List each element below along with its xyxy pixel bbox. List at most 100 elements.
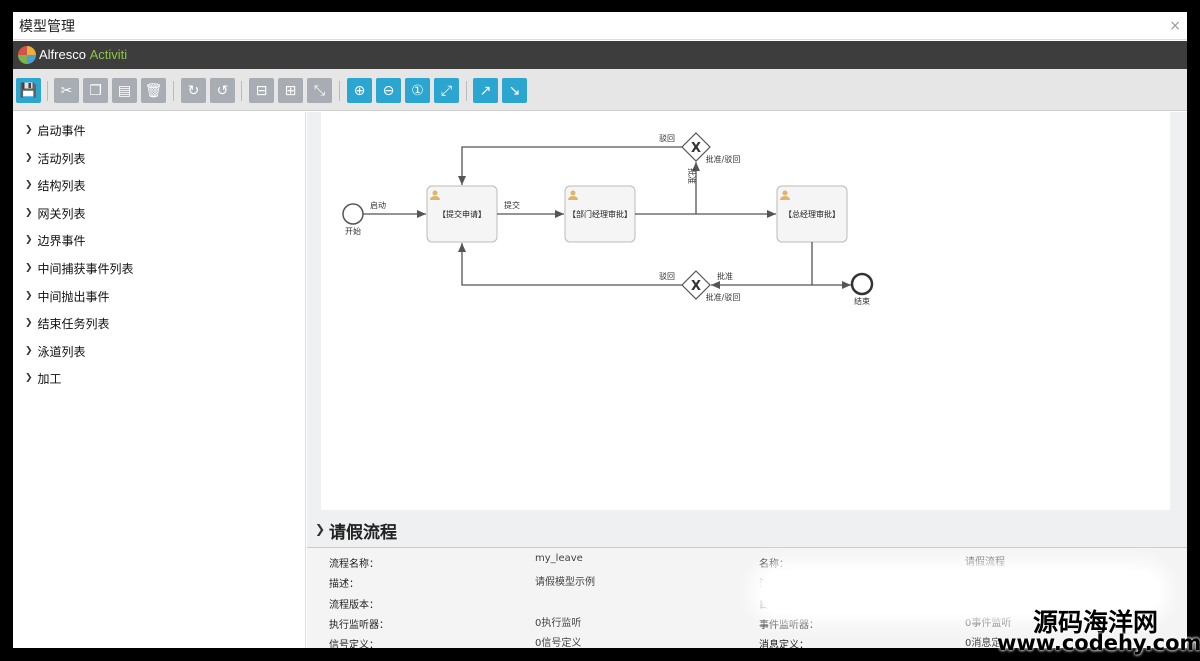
palette-item-label: 中间捕获事件列表 <box>37 261 134 276</box>
add-bendpoint-icon: ↗ <box>479 82 492 99</box>
flow-label-approve-reject-top: 批准/驳回 <box>706 154 741 164</box>
prop-label: 消息定义： <box>759 640 809 648</box>
properties-header[interactable]: ❯ 请假流程 <box>307 512 1187 548</box>
bpmn-diagram: 开始 结束 【提交申请】 【部门经理审批】 【 <box>342 132 874 306</box>
brand-bar: Alfresco Activiti <box>13 41 1187 69</box>
zoom-in-button[interactable]: ⊕ <box>347 78 372 103</box>
prop-label: 描述： <box>329 579 359 590</box>
window-titlebar: 模型管理 × <box>13 12 1187 40</box>
delete-icon: 🗑 <box>144 82 163 99</box>
redaction-blur <box>760 571 1160 613</box>
toolbar-separator <box>241 81 242 101</box>
end-event-label: 结束 <box>854 296 870 306</box>
undo-button[interactable]: ↺ <box>210 78 235 103</box>
task-label: 【总经理审批】 <box>784 209 840 219</box>
remove-bendpoint-button[interactable]: ↘ <box>502 78 527 103</box>
zoom-fit-button[interactable]: ⤢ <box>434 78 459 103</box>
prop-value[interactable]: 0信号定义 <box>535 638 582 648</box>
palette-item-boundary-events[interactable]: ❯边界事件 <box>25 230 86 250</box>
zoom-fit-icon: ⤢ <box>440 82 453 99</box>
gateway-x-icon: X <box>691 279 701 294</box>
start-event[interactable] <box>342 203 364 225</box>
exclusive-gateway-bottom[interactable]: X <box>681 270 711 300</box>
palette-item-catching-events[interactable]: ❯中间捕获事件列表 <box>25 258 134 278</box>
palette-item-activities[interactable]: ❯ 活动列表 <box>25 148 86 168</box>
zoom-out-button[interactable]: ⊖ <box>376 78 401 103</box>
flow-label-approve-bottom: 批准 <box>717 271 733 281</box>
delete-button[interactable]: 🗑 <box>141 78 166 103</box>
palette-item-structural[interactable]: ❯结构列表 <box>25 175 86 195</box>
task-dept-manager-approval[interactable]: 【部门经理审批】 <box>564 185 636 243</box>
watermark-title: 源码海洋网 <box>1033 608 1159 637</box>
prop-label: 流程名称： <box>329 559 379 570</box>
cut-button[interactable]: ✂ <box>54 78 79 103</box>
start-event-label: 开始 <box>345 226 361 236</box>
zoom-in-icon: ⊕ <box>353 82 366 99</box>
toolbar-separator <box>339 81 340 101</box>
zoom-out-icon: ⊖ <box>382 82 395 99</box>
palette-item-throwing-events[interactable]: ❯中间抛出事件 <box>25 286 110 306</box>
flow-reject-bottom <box>458 243 682 286</box>
prop-value[interactable]: 请假流程 <box>965 557 1005 568</box>
prop-value[interactable]: 0消息定 <box>965 638 1002 648</box>
canvas-area: 开始 结束 【提交申请】 【部门经理审批】 【 <box>307 112 1187 512</box>
window-title: 模型管理 <box>19 19 75 35</box>
exclusive-gateway-top[interactable]: X <box>681 132 711 162</box>
zoom-actual-button[interactable]: ① <box>405 78 430 103</box>
same-size-button[interactable]: ⤡ <box>307 78 332 103</box>
prop-label: 信号定义： <box>329 640 379 648</box>
sequence-flows <box>363 146 851 289</box>
align-vertical-icon: ⊞ <box>284 82 297 99</box>
prop-value[interactable]: 请假模型示例 <box>535 577 595 588</box>
prop-label: 名称： <box>759 559 789 570</box>
bpmn-canvas[interactable]: 开始 结束 【提交申请】 【部门经理审批】 【 <box>321 112 1170 510</box>
palette-item-gateways[interactable]: ❯ 网关列表 <box>25 203 86 223</box>
flow-label-submit: 提交 <box>504 200 520 210</box>
chevron-right-icon: ❯ <box>25 346 33 356</box>
flow-label-reject-top: 驳回 <box>659 134 675 143</box>
toolbar-separator <box>173 81 174 101</box>
redo-button[interactable]: ↻ <box>181 78 206 103</box>
same-size-icon: ⤡ <box>313 82 326 99</box>
user-task-icon <box>780 196 790 200</box>
paste-button[interactable]: ▤ <box>112 78 137 103</box>
save-button[interactable]: 💾 <box>16 78 41 103</box>
palette-item-label: 网关列表 <box>37 206 86 221</box>
task-gm-approval[interactable]: 【总经理审批】 <box>776 185 848 243</box>
task-submit-application[interactable]: 【提交申请】 <box>426 185 498 243</box>
align-horizontal-icon: ⊟ <box>255 82 268 99</box>
brand-company: Alfresco <box>39 47 86 62</box>
model-editor-window: 模型管理 × Alfresco Activiti 💾 ✂ ❐ ▤ 🗑 ↻ ↺ ⊟… <box>13 12 1187 648</box>
flow-to-end <box>811 242 851 289</box>
palette-item-artifacts[interactable]: ❯加工 <box>25 368 62 388</box>
palette-item-label: 中间抛出事件 <box>37 289 110 304</box>
copy-icon: ❐ <box>89 82 102 99</box>
prop-label: 事件监听器： <box>759 620 819 631</box>
prop-value[interactable]: 0事件监听 <box>965 618 1012 629</box>
palette-item-end-events[interactable]: ❯结束任务列表 <box>25 313 110 333</box>
task-label: 【部门经理审批】 <box>568 209 632 219</box>
chevron-down-icon: ❯ <box>315 522 326 536</box>
add-bendpoint-button[interactable]: ↗ <box>473 78 498 103</box>
align-vertical-button[interactable]: ⊞ <box>278 78 303 103</box>
shape-palette: ❯启动事件 ❯活动列表 ❯结构列表 ❯网关列表 ❯边界事件 ❯中间捕获事件列表 … <box>13 112 306 648</box>
align-horizontal-button[interactable]: ⊟ <box>249 78 274 103</box>
copy-button[interactable]: ❐ <box>83 78 108 103</box>
chevron-right-icon: ❯ <box>25 208 33 218</box>
prop-value[interactable]: 0执行监听 <box>535 618 582 629</box>
close-icon[interactable]: × <box>1169 18 1181 34</box>
end-event[interactable] <box>850 272 874 296</box>
brand-product: Activiti <box>89 47 128 62</box>
palette-item-start-events[interactable]: ❯启动事件 <box>25 120 86 140</box>
chevron-right-icon: ❯ <box>25 125 33 135</box>
prop-value[interactable]: my_leave <box>535 553 583 564</box>
palette-item-label: 活动列表 <box>37 151 86 166</box>
brand-name: Alfresco Activiti <box>39 47 127 62</box>
zoom-actual-icon: ① <box>411 82 424 99</box>
gateway-x-icon: X <box>691 141 701 156</box>
palette-item-label: 结构列表 <box>37 178 86 193</box>
palette-item-swimlanes[interactable]: ❯ 泳道列表 <box>25 341 86 361</box>
chevron-right-icon: ❯ <box>25 153 33 163</box>
palette-item-label: 泳道列表 <box>37 344 86 359</box>
palette-item-label: 边界事件 <box>37 233 86 248</box>
